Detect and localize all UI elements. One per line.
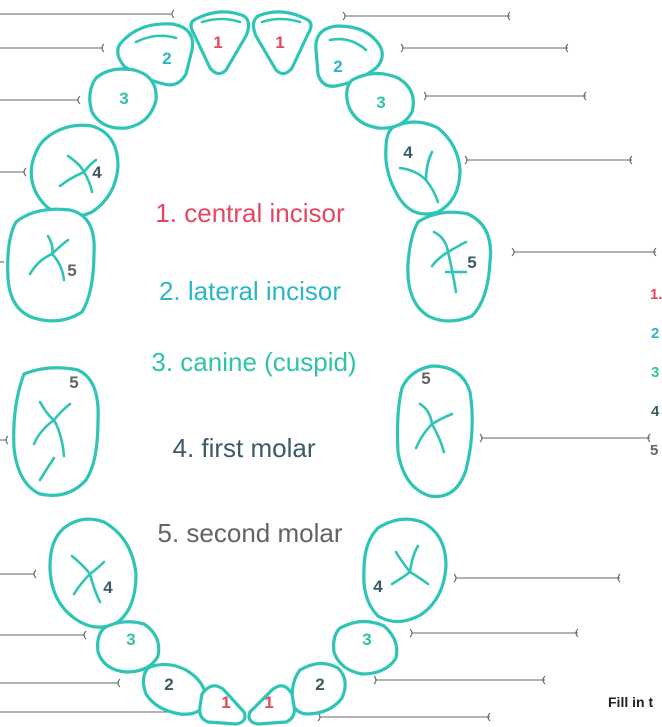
answer-key-item: 4	[651, 403, 660, 420]
label-line[interactable]	[0, 168, 26, 176]
tooth-number-canine: 3	[376, 93, 385, 112]
answer-key-item: 1.	[650, 286, 662, 303]
label-line[interactable]	[0, 10, 174, 18]
answer-key: 1. 2 3 4 5	[650, 286, 662, 459]
lower-second-molar-left	[14, 368, 98, 496]
tooth-number-first-molar: 4	[373, 577, 383, 596]
label-line[interactable]	[0, 708, 182, 716]
tooth-number-second-molar: 5	[421, 369, 430, 388]
legend-lateral-incisor: 2. lateral incisor	[159, 276, 341, 306]
label-line[interactable]	[424, 92, 586, 100]
label-line[interactable]	[343, 12, 510, 20]
tooth-number-first-molar: 4	[103, 578, 113, 597]
label-line[interactable]	[0, 436, 8, 444]
upper-second-molar-left	[8, 209, 94, 321]
label-line[interactable]	[0, 679, 120, 687]
tooth-number-lateral-incisor: 2	[333, 57, 342, 76]
tooth-number-first-molar: 4	[403, 143, 413, 162]
label-line[interactable]	[454, 574, 620, 582]
upper-first-molar-right	[386, 122, 460, 214]
label-line[interactable]	[401, 44, 568, 52]
legend-canine: 3. canine (cuspid)	[151, 347, 356, 377]
label-line[interactable]	[512, 248, 656, 256]
tooth-number-lateral-incisor: 2	[162, 49, 171, 68]
legend-second-molar: 5. second molar	[158, 518, 343, 548]
tooth-number-central-incisor: 1	[264, 693, 273, 712]
label-line[interactable]	[0, 631, 86, 639]
tooth-number-lateral-incisor: 2	[315, 675, 324, 694]
tooth-number-canine: 3	[126, 630, 135, 649]
tooth-number-lateral-incisor: 2	[164, 675, 173, 694]
legend-central-incisor: 1. central incisor	[155, 198, 345, 228]
label-line[interactable]	[480, 434, 650, 442]
tooth-number-central-incisor: 1	[275, 33, 284, 52]
tooth-number-central-incisor: 1	[221, 693, 230, 712]
instruction-text: Fill in t	[608, 694, 653, 710]
label-line[interactable]	[0, 44, 104, 52]
answer-key-item: 5	[650, 442, 658, 459]
legend-first-molar: 4. first molar	[172, 433, 315, 463]
label-line[interactable]	[374, 676, 545, 684]
upper-second-molar-right	[408, 212, 491, 321]
tooth-number-canine: 3	[362, 630, 371, 649]
tooth-number-second-molar: 5	[67, 261, 76, 280]
answer-key-item: 2	[651, 325, 659, 342]
label-line[interactable]	[0, 570, 36, 578]
label-line[interactable]	[465, 156, 632, 164]
upper-first-molar-left	[31, 125, 118, 217]
tooth-number-second-molar: 5	[467, 253, 476, 272]
lower-first-molar-right	[364, 519, 446, 621]
tooth-number-second-molar: 5	[69, 373, 78, 392]
tooth-number-canine: 3	[119, 89, 128, 108]
label-line[interactable]	[318, 713, 490, 721]
label-line[interactable]	[0, 96, 80, 104]
tooth-number-first-molar: 4	[92, 163, 102, 182]
label-line[interactable]	[410, 629, 578, 637]
upper-arch	[8, 12, 491, 321]
answer-key-item: 3	[651, 364, 659, 381]
center-legend: 1. central incisor 2. lateral incisor 3.…	[151, 198, 356, 548]
lower-lateral-incisor-left	[143, 664, 206, 714]
tooth-number-central-incisor: 1	[213, 33, 222, 52]
